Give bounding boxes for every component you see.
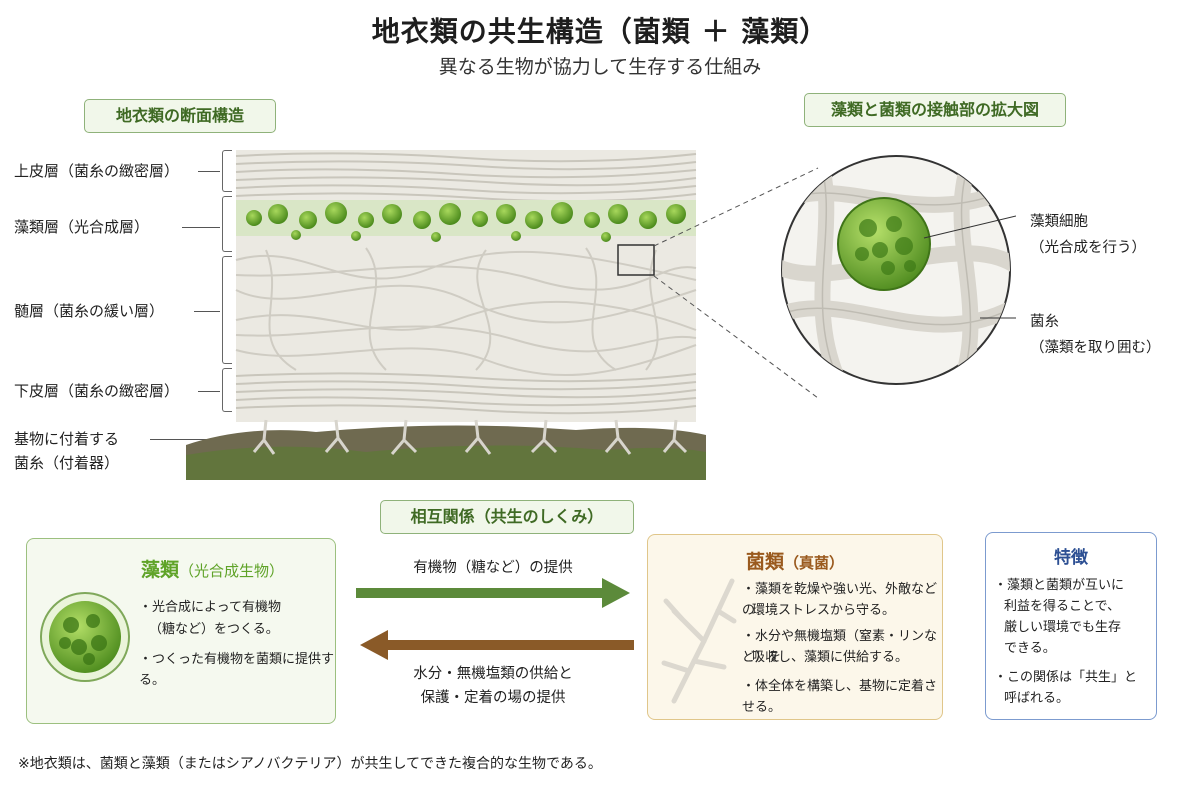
fungus-bullet: 吸収し、藻類に供給する。 xyxy=(752,650,909,665)
leader-line xyxy=(198,391,220,392)
fungus-bullet: 環境ストレスから守る。 xyxy=(752,603,896,618)
medulla-hyphae xyxy=(235,247,697,376)
leader-line xyxy=(182,227,220,228)
algae-bullet: ・つくった有機物を菌類に提供する。 xyxy=(139,652,335,688)
feature-bullet: 呼ばれる。 xyxy=(1004,691,1070,706)
hypha-label: 菌糸 xyxy=(1030,314,1059,330)
layer-label-lower-cortex: 下皮層（菌糸の緻密層） xyxy=(14,382,180,400)
lichen-cross-section-illustration xyxy=(186,150,706,480)
fungus-bullet: ・体全体を構築し、基物に定着させる。 xyxy=(742,679,938,715)
algae-bullet: （糖など）をつくる。 xyxy=(149,622,279,637)
mutual-relationship-tag: 相互関係（共生のしくみ） xyxy=(380,500,634,534)
feature-bullet: できる。 xyxy=(1004,641,1056,656)
fungus-info-box: 菌類（真菌） ・藻類を乾燥や強い光、外敵などの 環境ストレスから守る。 ・水分や… xyxy=(647,534,943,720)
feature-bullet: ・この関係は「共生」と xyxy=(994,670,1138,685)
algae-cell-note: （光合成を行う） xyxy=(1030,240,1146,256)
arrow-label-to-algae-line2: 保護・定着の場の提供 xyxy=(420,690,566,706)
fungus-bullet: ・水分や無機塩類（窒素・リンなど）を xyxy=(742,629,938,665)
fungus-hyphae-icon xyxy=(661,578,737,704)
algae-cell-icon xyxy=(40,592,130,682)
upper-cortex xyxy=(235,152,697,203)
arrow-to-fungus xyxy=(356,578,630,608)
footnote: ※地衣類は、菌類と藻類（またはシアノバクテリア）が共生してできた複合的な生物であ… xyxy=(18,756,602,772)
page-title: 地衣類の共生構造（菌類 ＋ 藻類） xyxy=(371,15,829,48)
leader-line xyxy=(150,439,236,440)
rhizines xyxy=(252,419,688,455)
layer-bracket xyxy=(222,150,232,192)
zoom-connector-lines xyxy=(653,167,819,399)
zoom-circle-illustration xyxy=(781,155,1016,385)
layer-bracket xyxy=(222,256,232,364)
lower-cortex xyxy=(235,372,697,415)
fungus-bullet: ・藻類を乾燥や強い光、外敵などの xyxy=(742,582,938,618)
algae-info-box: 藻類（光合成生物） ・光合成によって有機物 （糖など）をつくる。 ・つくった有機… xyxy=(26,538,336,724)
algae-title: 藻類（光合成生物） xyxy=(141,559,285,581)
algal-cells xyxy=(246,202,686,242)
rhizine-label-line1: 基物に付着する xyxy=(14,430,120,448)
cross-section-tag: 地衣類の断面構造 xyxy=(84,99,276,133)
leader-line xyxy=(194,311,220,312)
arrow-label-to-algae-line1: 水分・無機塩類の供給と xyxy=(413,666,573,682)
algae-bullet: ・光合成によって有機物 xyxy=(139,600,281,615)
feature-title: 特徴 xyxy=(1054,548,1088,568)
zoom-view-tag: 藻類と菌類の接触部の拡大図 xyxy=(804,93,1066,127)
feature-bullet: ・藻類と菌類が互いに xyxy=(994,578,1125,593)
arrow-label-to-fungus: 有機物（糖など）の提供 xyxy=(413,560,573,576)
layer-label-medulla: 髄層（菌糸の緩い層） xyxy=(14,302,165,320)
zoom-marker xyxy=(617,244,655,276)
feature-bullet: 厳しい環境でも生存 xyxy=(1004,620,1122,635)
feature-bullet: 利益を得ることで、 xyxy=(1004,599,1121,614)
hypha-note: （藻類を取り囲む） xyxy=(1030,340,1161,356)
layer-bracket xyxy=(222,368,232,412)
layer-label-algal-layer: 藻類層（光合成層） xyxy=(14,218,150,236)
layer-label-upper-cortex: 上皮層（菌糸の緻密層） xyxy=(14,162,180,180)
rhizine-label-line2: 菌糸（付着器） xyxy=(14,454,120,472)
fungus-title: 菌類（真菌） xyxy=(746,551,845,573)
page-subtitle: 異なる生物が協力して生存する仕組み xyxy=(438,56,762,78)
feature-box: 特徴 ・藻類と菌類が互いに 利益を得ることで、 厳しい環境でも生存 できる。 ・… xyxy=(985,532,1157,720)
arrow-to-algae xyxy=(360,630,634,660)
layer-bracket xyxy=(222,196,232,252)
leader-line xyxy=(198,171,220,172)
algae-cell-label: 藻類細胞 xyxy=(1030,214,1088,230)
